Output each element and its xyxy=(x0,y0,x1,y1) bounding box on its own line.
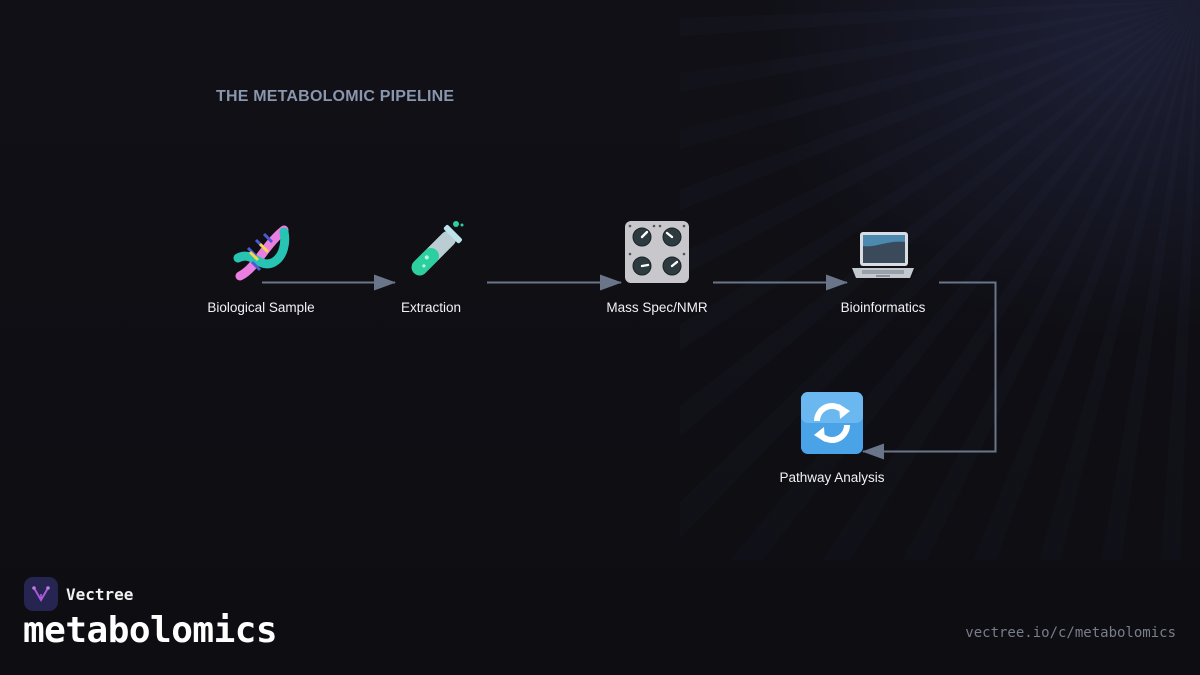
node-mass-spec: Mass Spec/NMR xyxy=(577,218,737,315)
dna-icon xyxy=(233,225,290,281)
control-knobs-icon xyxy=(625,221,689,283)
brand-name: Vectree xyxy=(66,584,134,604)
laptop-icon xyxy=(852,232,914,278)
brand: Vectree xyxy=(24,577,133,611)
edge-bioinformatics-to-pathway xyxy=(862,281,997,460)
node-biological-sample: Biological Sample xyxy=(181,218,341,315)
node-pathway-analysis: Pathway Analysis xyxy=(752,388,912,485)
diagram-title: THE METABOLOMIC PIPELINE xyxy=(216,88,455,105)
test-tube-icon xyxy=(411,221,464,276)
topic-title: metabolomics xyxy=(23,610,278,651)
refresh-arrows-icon xyxy=(801,392,863,454)
node-label: Mass Spec/NMR xyxy=(606,300,708,315)
node-label: Pathway Analysis xyxy=(779,470,885,485)
footer-url: vectree.io/c/metabolomics xyxy=(965,625,1176,641)
node-label: Bioinformatics xyxy=(840,300,926,315)
node-label: Biological Sample xyxy=(207,300,315,315)
node-extraction: Extraction xyxy=(351,218,511,315)
vectree-logo-icon xyxy=(24,577,58,611)
node-label: Extraction xyxy=(400,300,462,315)
node-bioinformatics: Bioinformatics xyxy=(803,218,963,315)
